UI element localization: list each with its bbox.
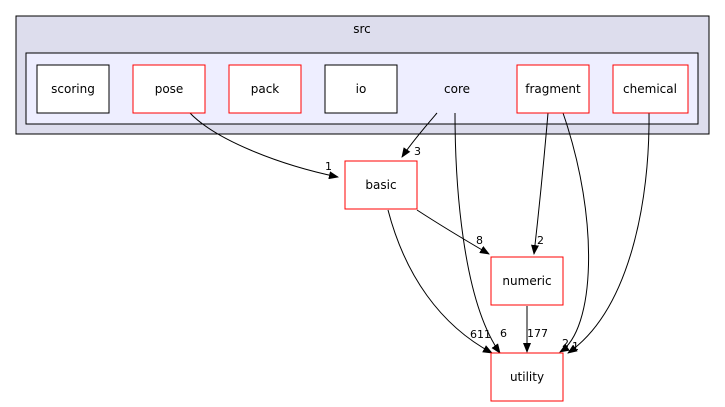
node-chemical-box: [612, 64, 689, 114]
node-fragment-label: fragment: [525, 82, 581, 96]
node-scoring-box: [36, 64, 110, 114]
edge-basic-utility: [387, 209, 493, 354]
edge-label-basic-utility: 611: [470, 328, 491, 341]
node-pose-label: pose: [155, 82, 184, 96]
node-io-box: [324, 64, 398, 114]
edge-core-basic: [401, 112, 438, 158]
edge-basic-numeric: [416, 209, 490, 255]
edge-label-core-utility: 6: [500, 327, 507, 340]
edge-label-fragment-utility: 2: [562, 337, 569, 350]
node-pack-label: pack: [251, 82, 280, 96]
node-utility-box: [490, 352, 564, 402]
node-pose-box: [132, 64, 206, 114]
edges: [188, 111, 650, 354]
node-fragment[interactable]: fragment: [516, 64, 590, 114]
edge-label-basic-numeric: 8: [476, 234, 483, 247]
node-io[interactable]: io: [324, 64, 398, 114]
edge-label-pose-basic: 1: [325, 160, 332, 173]
node-utility[interactable]: utility: [490, 352, 564, 402]
node-chemical-label: chemical: [623, 82, 677, 96]
node-scoring-label: scoring: [51, 82, 95, 96]
node-fragment-box: [516, 64, 590, 114]
node-numeric-label: numeric: [502, 274, 551, 288]
edge-fragment-numeric: [531, 112, 549, 255]
node-basic-box: [344, 160, 418, 210]
node-pack-box: [228, 64, 302, 114]
node-utility-label: utility: [510, 370, 544, 384]
node-io-label: io: [356, 82, 367, 96]
edge-label-core-basic: 3: [414, 145, 421, 158]
node-scoring[interactable]: scoring: [36, 64, 110, 114]
edge-fragment-utility: [559, 112, 590, 353]
edge-labels: 1 3 8 2 611 6 177 2 1: [325, 145, 579, 353]
edge-pose-basic: [188, 111, 339, 180]
node-numeric[interactable]: numeric: [490, 256, 564, 306]
node-pack[interactable]: pack: [228, 64, 302, 114]
node-pose[interactable]: pose: [132, 64, 206, 114]
edge-core-utility: [454, 112, 501, 354]
node-chemical[interactable]: chemical: [612, 64, 689, 114]
node-core-label: core: [444, 82, 470, 96]
node-basic-label: basic: [365, 178, 396, 192]
edge-label-fragment-numeric: 2: [537, 234, 544, 247]
edge-chemical-utility: [567, 112, 650, 354]
cluster-src-label[interactable]: src: [353, 22, 371, 36]
edge-label-chemical-utility: 1: [572, 340, 579, 353]
edge-label-numeric-utility: 177: [527, 327, 548, 340]
node-core[interactable]: core: [444, 82, 470, 96]
node-basic[interactable]: basic: [344, 160, 418, 210]
node-numeric-box: [490, 256, 564, 306]
